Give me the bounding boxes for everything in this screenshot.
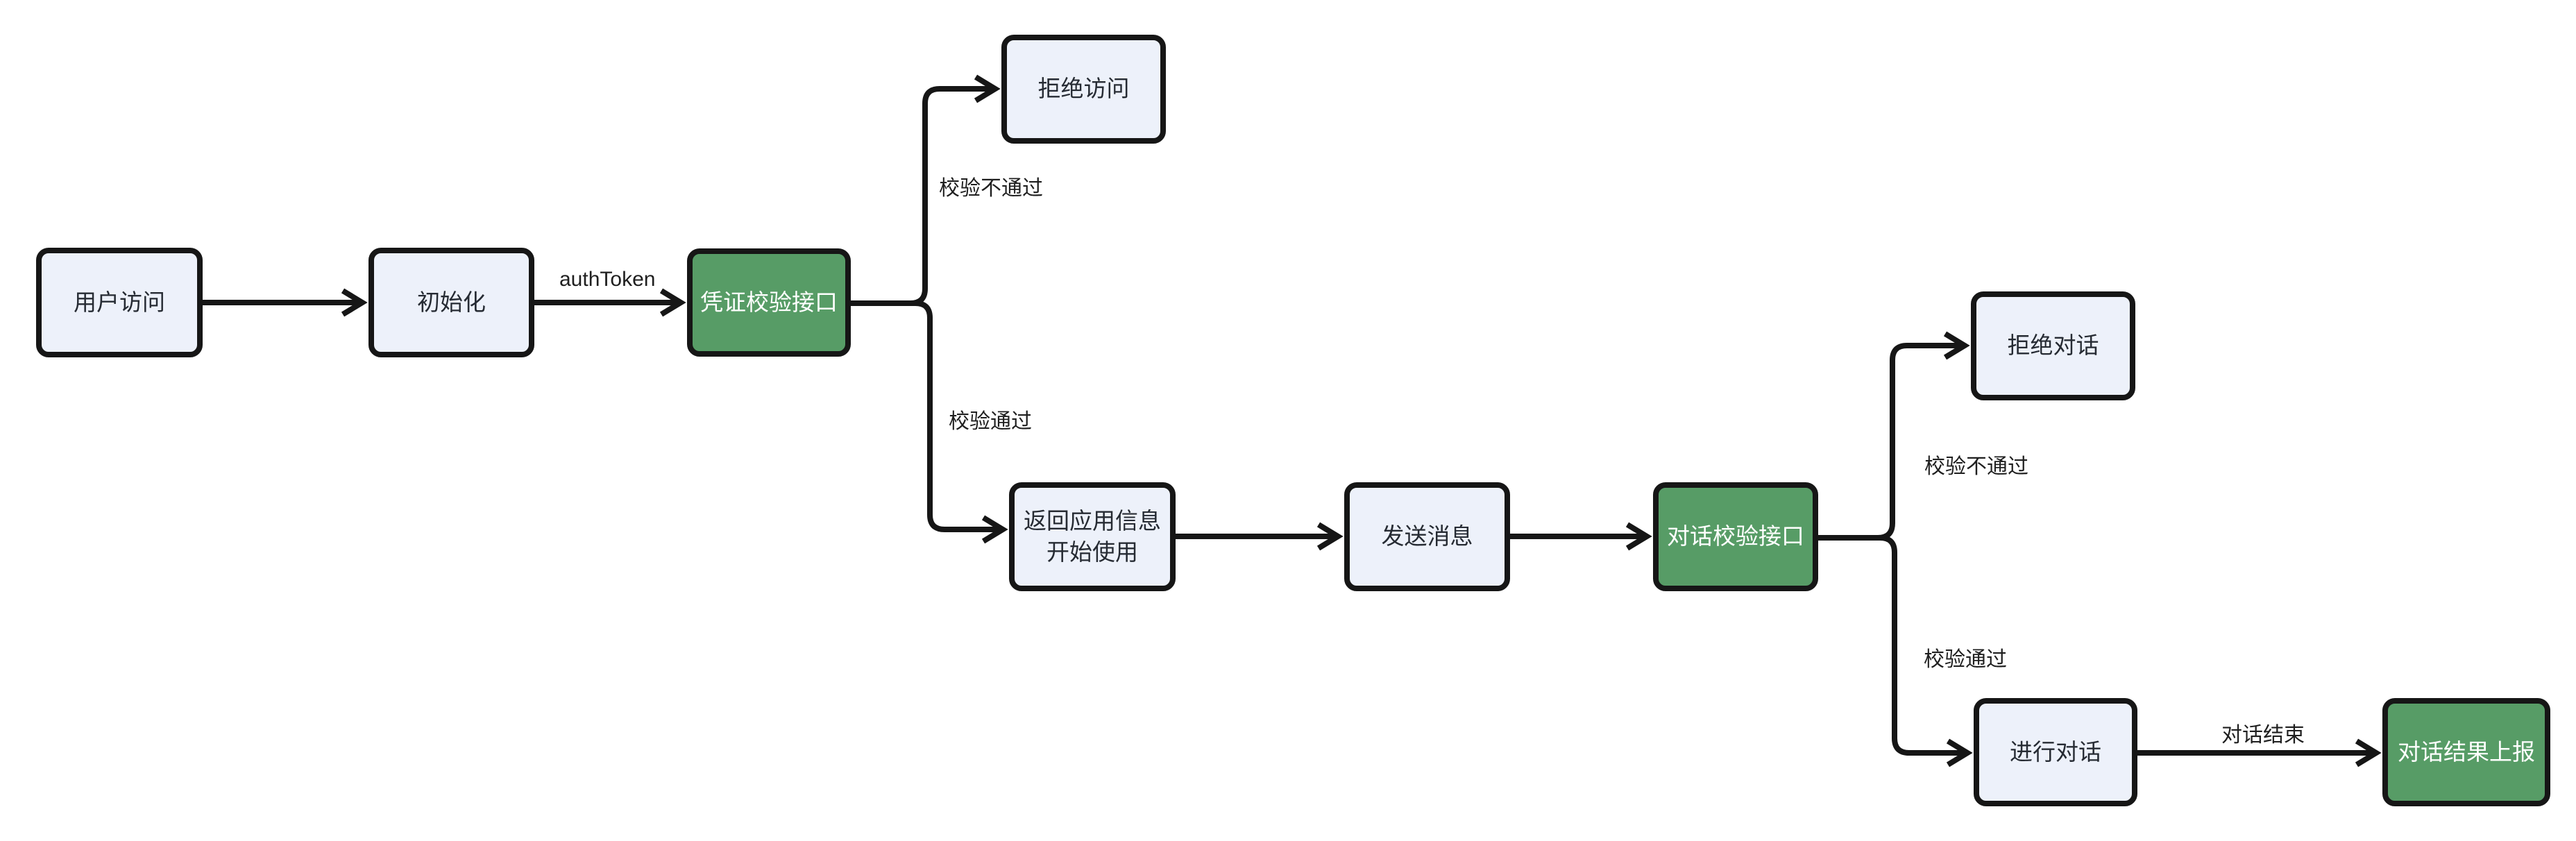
edge-label-check-pass-2: 校验通过 (1924, 648, 2007, 671)
edge-label-dialog-end: 对话结束 (2221, 724, 2305, 747)
edge-label-check-fail-1: 校验不通过 (939, 177, 1043, 200)
node-credential-check-api: 凭证校验接口 (687, 248, 851, 357)
node-send-message: 发送消息 (1344, 482, 1510, 591)
node-init: 初始化 (368, 248, 534, 357)
edge-credential-check-to-return-app-info (851, 300, 1008, 544)
edge-label-auth-token: authToken (559, 268, 656, 291)
edge-label-check-pass-1: 校验通过 (949, 410, 1032, 433)
node-return-app-info: 返回应用信息 开始使用 (1009, 482, 1176, 591)
node-deny-access: 拒绝访问 (1001, 35, 1166, 144)
edge-dialog-check-to-deny-dialog (1818, 331, 1970, 541)
edge-dialog-check-to-conduct-dialog (1818, 535, 1973, 767)
node-user-access: 用户访问 (36, 248, 203, 357)
edge-label-check-fail-2: 校验不通过 (1924, 455, 2028, 478)
node-conduct-dialog: 进行对话 (1974, 698, 2137, 806)
node-report-dialog-result: 对话结果上报 (2382, 698, 2550, 806)
node-deny-dialog: 拒绝对话 (1971, 291, 2135, 400)
node-dialog-check-api: 对话校验接口 (1653, 482, 1818, 591)
